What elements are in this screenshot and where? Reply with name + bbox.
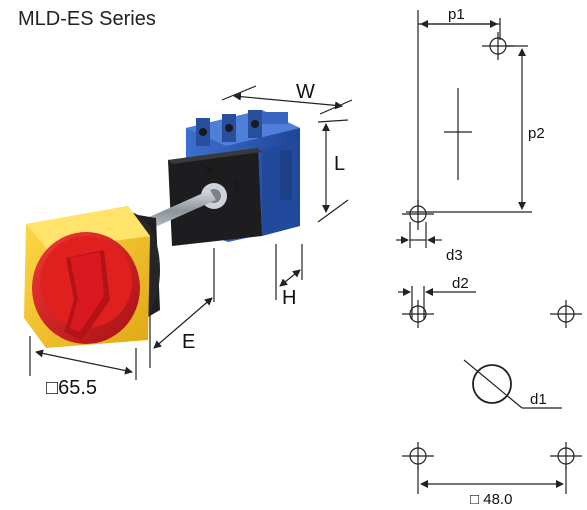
height-label: H [282,287,296,309]
switch-body: 2 ON OFF [168,110,300,246]
p1-label: p1 [448,6,465,23]
mounting-diagram [396,10,582,494]
svg-text:2: 2 [175,200,186,206]
d3-label: d3 [446,247,463,264]
d1-label: d1 [530,391,547,408]
svg-text:OFF: OFF [232,180,238,192]
handle-dimension-line [35,349,133,375]
product-dimension-labels: W L H E □65.5 [46,81,345,399]
extension-shaft [138,190,216,232]
width-label: W [296,81,315,103]
rotary-handle [24,206,160,348]
product-illustration: 2 ON OFF [24,110,300,348]
width-dimension-line [233,92,343,110]
extension-dimension-line [153,297,213,349]
length-label: L [334,153,345,175]
extension-label: E [182,331,195,353]
mounting-diagram-labels: p1 p2 d3 d2 d1 □ 48.0 [446,6,547,508]
p2-label: p2 [528,125,545,142]
d2-label: d2 [452,275,469,292]
product-dimension-lines [29,85,353,380]
series-title: MLD-ES Series [18,8,156,30]
d1-leader-line [463,359,523,409]
center-hole-d1 [472,364,512,404]
hole-pattern-label: □ 48.0 [470,491,512,508]
height-dimension-line [279,269,301,287]
svg-text:ON: ON [204,167,215,174]
handle-size-label: □65.5 [46,377,97,399]
